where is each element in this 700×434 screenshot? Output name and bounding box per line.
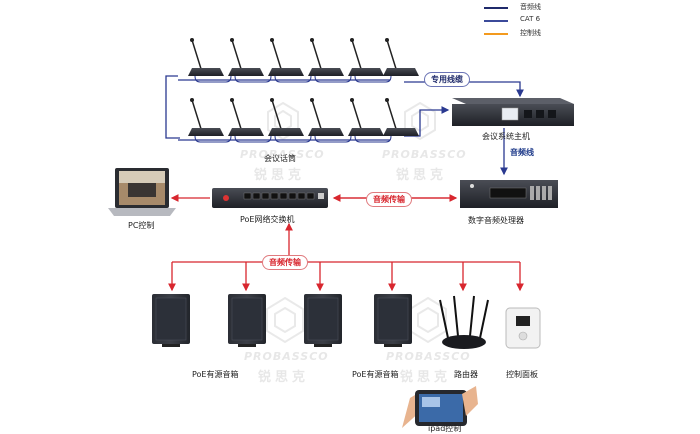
tag-dedicated-cable: 专用线缆 [424, 72, 470, 87]
watermark-brand-1: PROBASSCO [240, 148, 325, 161]
legend-item-control: 控制线 [484, 28, 541, 38]
watermark-hex-3 [266, 296, 304, 344]
tag-audio-transfer-bottom: 音频传输 [262, 255, 308, 270]
laptop-device [108, 168, 176, 216]
mic-row-bottom [188, 98, 419, 136]
label-pc-control: PC控制 [128, 221, 155, 230]
label-speaker-a: PoE有源音箱 [192, 370, 239, 379]
watermark-cn-1: 锐思克 [254, 168, 306, 183]
watermark-cn-4: 锐思克 [400, 370, 452, 385]
poe-arrows [168, 194, 524, 292]
mic-row-top [188, 38, 419, 76]
control-panel-device [505, 307, 541, 349]
speaker-3 [304, 294, 342, 347]
dsp-device [460, 180, 558, 208]
legend-label-audio: 音频线 [520, 3, 541, 11]
speaker-2 [228, 294, 266, 347]
mic-brackets [194, 75, 392, 143]
router-device [439, 295, 489, 349]
legend-swatch-cat6 [484, 20, 508, 22]
watermark-cn-3: 锐思克 [258, 370, 310, 385]
poe-switch-device [212, 188, 328, 208]
legend-item-cat6: CAT 6 [484, 15, 541, 23]
watermark-brand-2: PROBASSCO [382, 148, 467, 161]
label-router: 路由器 [454, 370, 478, 379]
watermark-brand-3: PROBASSCO [244, 350, 329, 363]
ipad-device [402, 386, 478, 428]
speaker-4 [374, 294, 412, 347]
label-conference-host: 会议系统主机 [482, 132, 530, 141]
legend-swatch-control [484, 33, 508, 35]
conference-host-device [452, 98, 574, 126]
label-conference-mic: 会议话筒 [264, 154, 296, 163]
legend-label-control: 控制线 [520, 29, 541, 37]
label-control-panel: 控制面板 [506, 370, 538, 379]
label-ipad: ipad控制 [428, 424, 462, 433]
speaker-1 [152, 294, 190, 347]
label-poe-switch: PoE网络交换机 [240, 215, 295, 224]
tag-audio-transfer-top: 音频传输 [366, 192, 412, 207]
tag-audio-line: 音频线 [510, 148, 534, 157]
watermark-brand-4: PROBASSCO [386, 350, 471, 363]
label-dsp: 数字音频处理器 [468, 216, 524, 225]
label-speaker-b: PoE有源音箱 [352, 370, 399, 379]
watermark-cn-2: 锐思克 [396, 168, 448, 183]
legend-item-audio: 音频线 [484, 2, 541, 12]
legend-swatch-audio [484, 7, 508, 9]
legend-label-cat6: CAT 6 [520, 15, 541, 23]
